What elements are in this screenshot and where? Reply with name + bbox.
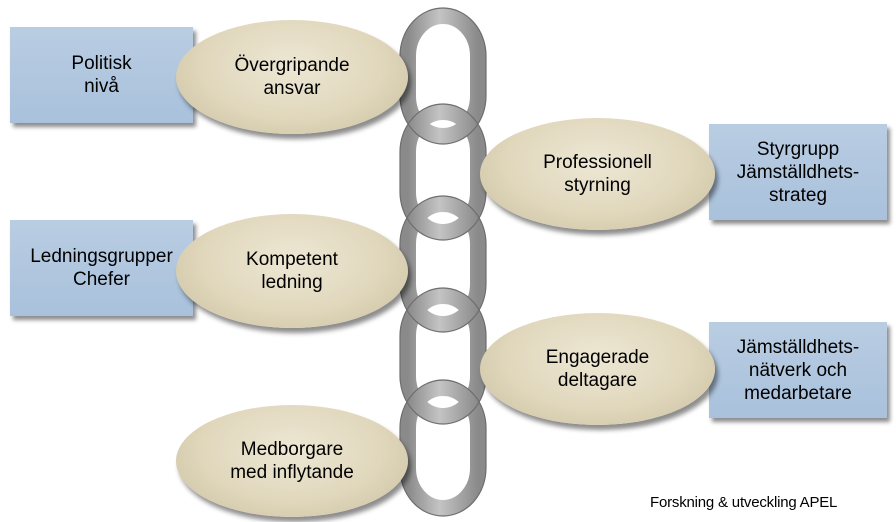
box-ledningsgrupper-chefer: Ledningsgrupper Chefer: [10, 220, 193, 316]
ellipse-professionell-styrning: Professionell styrning: [480, 118, 715, 230]
ellipse-medborgare: Medborgare med inflytande: [176, 405, 408, 517]
chain-link-2: [400, 104, 486, 240]
chain-link-5: [400, 380, 486, 516]
ellipse-kompetent-ledning: Kompetent ledning: [176, 214, 408, 328]
box-jamstalldhetsnatverk: Jämställdhets- nätverk och medarbetare: [709, 322, 887, 418]
box-styrgrupp: Styrgrupp Jämställdhets- strateg: [709, 124, 887, 220]
box-politisk-niva: Politisk nivå: [10, 27, 193, 123]
chain-link-3: [400, 196, 486, 332]
chain-link-1: [400, 8, 486, 144]
ellipse-engagerade-deltagare: Engagerade deltagare: [480, 313, 715, 425]
footer-credit: Forskning & utveckling APEL: [650, 494, 838, 511]
chain-link-4: [400, 288, 486, 424]
ellipse-overgripande-ansvar: Övergripande ansvar: [176, 20, 408, 134]
